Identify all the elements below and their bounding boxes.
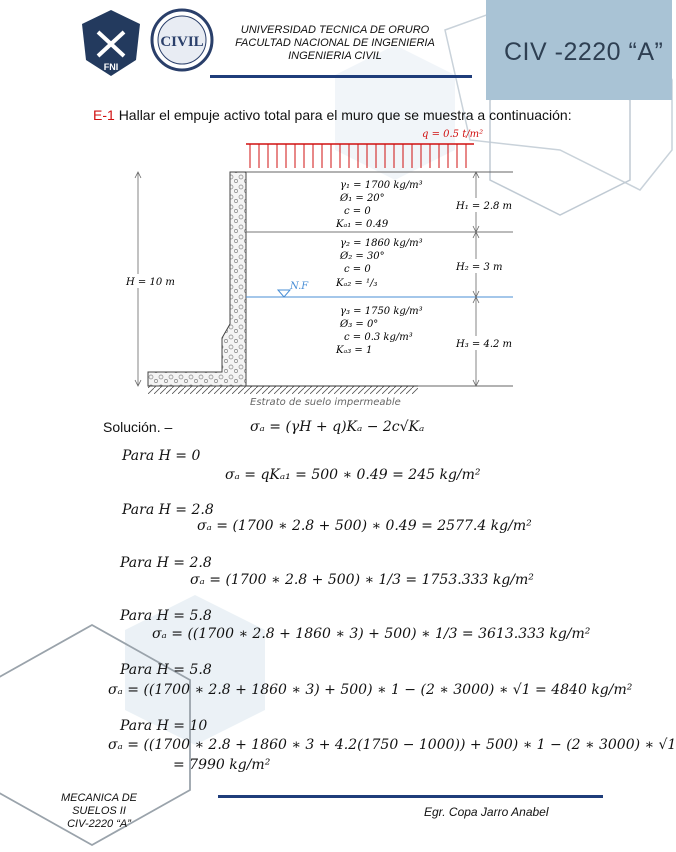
course-banner: CIV -2220 “A” — [486, 0, 672, 100]
footer-rule — [218, 795, 603, 798]
layer1-phi: Ø₁ = 20° — [339, 193, 385, 204]
case-h58b-condition: Para H = 5.8 — [120, 662, 212, 678]
main-formula: σₐ = (γH + q)Kₐ − 2c√Kₐ — [250, 419, 425, 435]
h1-label: H₁ = 2.8 m — [455, 201, 512, 212]
header-rule — [210, 75, 472, 78]
h2-label: H₂ = 3 m — [455, 262, 503, 273]
case-h28a-equation: σₐ = (1700 ∗ 2.8 + 500) ∗ 0.49 = 2577.4 … — [197, 518, 532, 534]
load-label: q = 0.5 t/m² — [422, 129, 483, 140]
footer-author: Egr. Copa Jarro Anabel — [424, 805, 549, 819]
footer-course-line3: CIV-2220 “A” — [67, 818, 131, 830]
case-h10-equation: σₐ = ((1700 ∗ 2.8 + 1860 ∗ 3 + 4.2(1750 … — [108, 737, 676, 753]
layer1-ka: Kₐ₁ = 0.49 — [335, 219, 389, 230]
university-name: UNIVERSIDAD TECNICA DE ORURO — [240, 24, 430, 36]
problem-label: E-1 — [93, 107, 115, 123]
layer1-gamma: γ₁ = 1700 kg/m³ — [340, 180, 423, 191]
layer3-phi: Ø₃ = 0° — [339, 319, 378, 330]
case-h58a-equation: σₐ = ((1700 ∗ 2.8 + 1860 ∗ 3) + 500) ∗ 1… — [152, 626, 591, 642]
layer2-gamma: γ₂ = 1860 kg/m³ — [340, 238, 423, 249]
civil-logo-text: CIVIL — [160, 34, 203, 50]
case-h28b-equation: σₐ = (1700 ∗ 2.8 + 500) ∗ 1/3 = 1753.333… — [190, 572, 534, 588]
case-h28b-condition: Para H = 2.8 — [120, 555, 212, 571]
layer2-phi: Ø₂ = 30° — [339, 251, 385, 262]
total-height-label: H = 10 m — [125, 277, 175, 288]
case-h10-result: = 7990 kg/m² — [173, 757, 271, 773]
career-name: INGENIERIA CIVIL — [288, 50, 382, 62]
problem-text: Hallar el empuje activo total para el mu… — [118, 107, 572, 123]
water-table-label: N.F — [289, 281, 309, 292]
layer2-c: c = 0 — [344, 264, 371, 275]
case-h0-equation: σₐ = qKₐ₁ = 500 ∗ 0.49 = 245 kg/m² — [225, 467, 481, 483]
faculty-name: FACULTAD NACIONAL DE INGENIERIA — [235, 37, 435, 49]
course-code: CIV -2220 “A” — [504, 38, 664, 66]
layer1-c: c = 0 — [344, 206, 371, 217]
solution-label: Solución. – — [103, 419, 173, 435]
case-h58b-equation: σₐ = ((1700 ∗ 2.8 + 1860 ∗ 3) + 500) ∗ 1… — [108, 682, 633, 698]
stratum-label: Estrato de suelo impermeable — [250, 397, 401, 408]
footer-course-line1: MECANICA DE — [61, 792, 137, 804]
case-h10-condition: Para H = 10 — [120, 718, 208, 734]
h3-label: H₃ = 4.2 m — [455, 339, 512, 350]
case-h0-condition: Para H = 0 — [122, 448, 201, 464]
fni-logo: FNI — [82, 10, 140, 76]
case-h58a-condition: Para H = 5.8 — [120, 608, 212, 624]
layer3-gamma: γ₃ = 1750 kg/m³ — [340, 306, 423, 317]
retaining-wall-figure: q = 0.5 t/m² H = 10 m N.F γ₁ = 1700 kg/m… — [124, 129, 514, 408]
problem-statement: E-1 Hallar el empuje activo total para e… — [93, 107, 572, 123]
footer-course-line2: SUELOS II — [72, 805, 126, 817]
layer3-ka: Kₐ₃ = 1 — [335, 345, 372, 356]
fni-logo-text: FNI — [104, 62, 119, 72]
layer3-c: c = 0.3 kg/m³ — [344, 332, 413, 343]
layer2-ka: Kₐ₂ = ¹/₃ — [335, 278, 377, 289]
case-h28a-condition: Para H = 2.8 — [122, 502, 214, 518]
civil-logo: CIVIL — [150, 8, 214, 72]
